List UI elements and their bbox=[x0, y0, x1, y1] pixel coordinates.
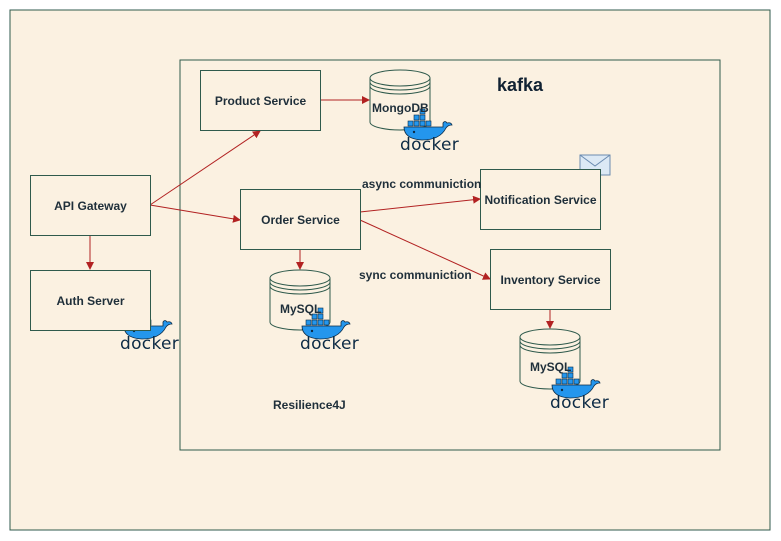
docker-label: docker bbox=[300, 334, 360, 354]
inventory-mysql-label: MySQL bbox=[530, 360, 572, 374]
edge-gateway-to-order bbox=[149, 204, 241, 223]
auth-server-node[interactable]: Auth Server bbox=[30, 270, 151, 331]
docker-label: docker bbox=[400, 135, 460, 155]
inventory-service-label: Inventory Service bbox=[500, 272, 601, 287]
diagram-title: kafka bbox=[497, 75, 544, 95]
api-gateway-label: API Gateway bbox=[54, 198, 127, 213]
edge-order-to-notification bbox=[359, 195, 481, 213]
edge-gateway-to-product bbox=[149, 130, 261, 206]
resilience-label: Resilience4J bbox=[273, 398, 346, 412]
notification-service-node[interactable]: Notification Service bbox=[480, 169, 601, 230]
async-edge-label: async communiction bbox=[362, 177, 482, 191]
order-service-label: Order Service bbox=[261, 212, 340, 227]
auth-server-label: Auth Server bbox=[56, 293, 125, 308]
kafka-boundary bbox=[179, 59, 721, 451]
order-mysql-label: MySQL bbox=[280, 302, 322, 316]
product-service-label: Product Service bbox=[214, 93, 307, 108]
edge-order-to-inventory bbox=[359, 219, 491, 280]
docker-label: docker bbox=[550, 393, 610, 413]
sync-edge-label: sync communiction bbox=[359, 268, 472, 282]
inventory-service-node[interactable]: Inventory Service bbox=[490, 249, 611, 310]
mongodb-label: MongoDB bbox=[372, 101, 429, 115]
docker-label: docker bbox=[120, 334, 180, 354]
order-service-node[interactable]: Order Service bbox=[240, 189, 361, 250]
api-gateway-node[interactable]: API Gateway bbox=[30, 175, 151, 236]
product-service-node[interactable]: Product Service bbox=[200, 70, 321, 131]
notification-service-label: Notification Service bbox=[484, 192, 597, 207]
